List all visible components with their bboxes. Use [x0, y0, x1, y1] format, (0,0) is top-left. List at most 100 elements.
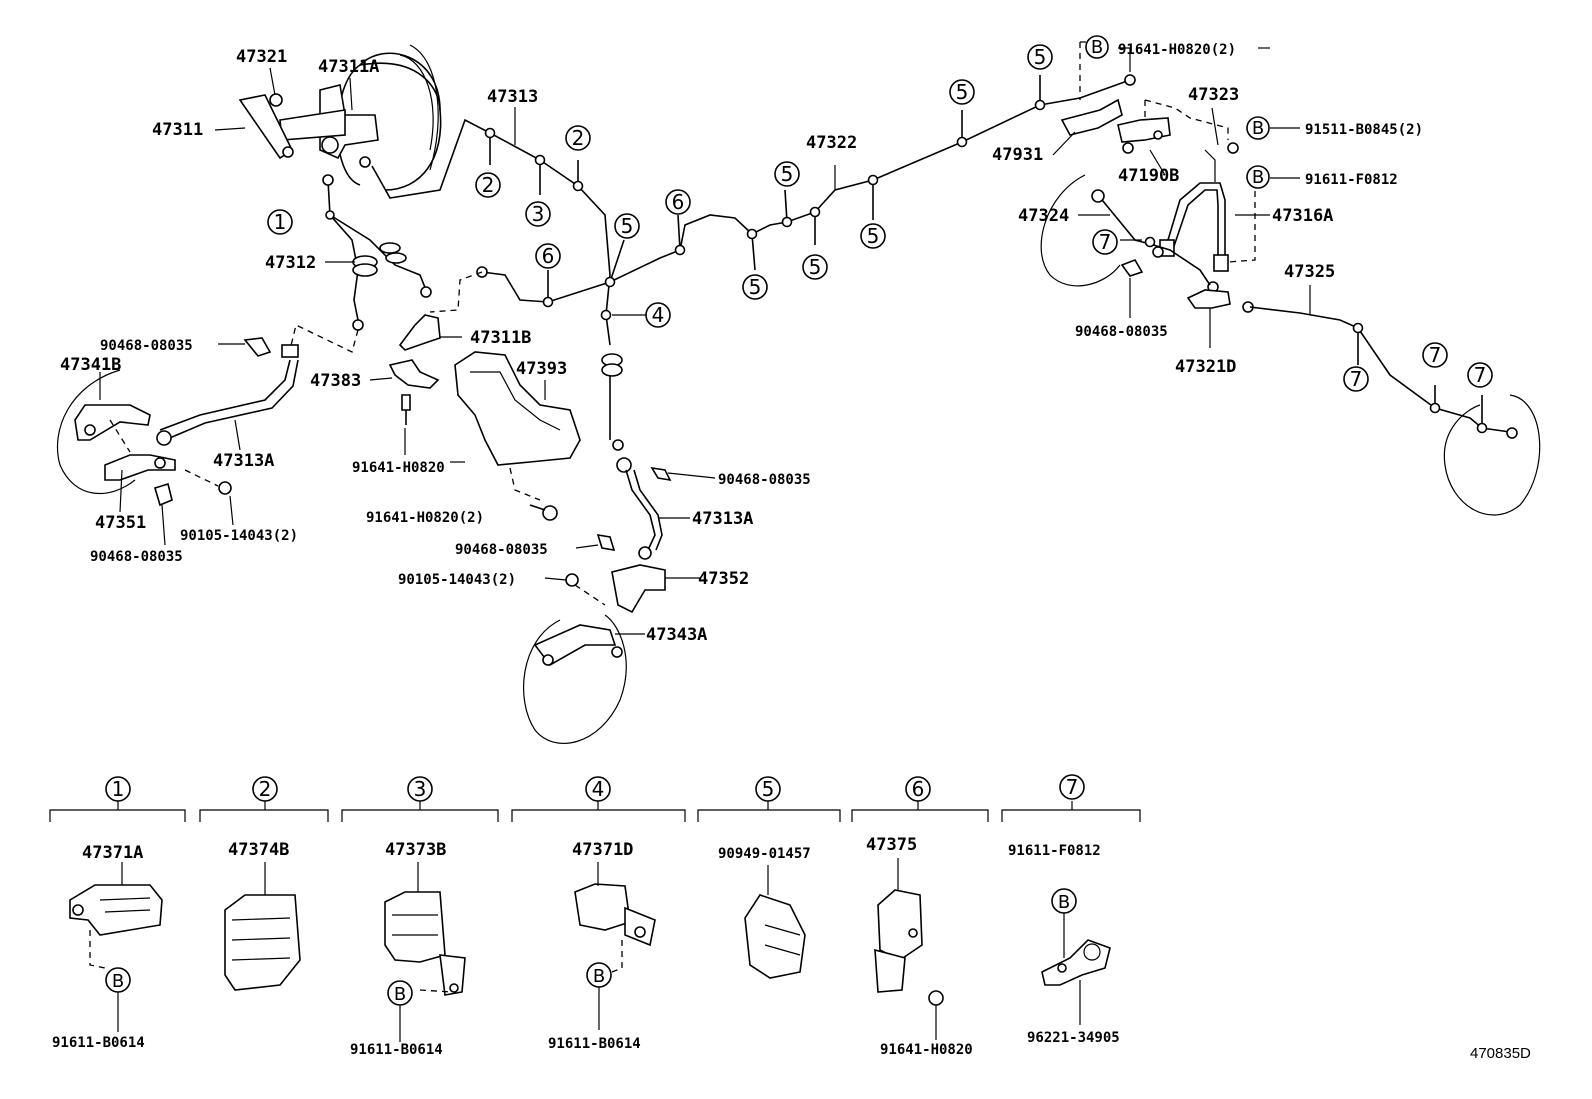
- label-leaders: [99, 47, 1311, 635]
- label-47312: 47312: [265, 253, 316, 273]
- bracket-47383: [388, 359, 440, 389]
- label-bolt-left: 90105-14043(2): [180, 528, 298, 544]
- callout-7: 7: [1092, 229, 1118, 255]
- label-47190B: 47190B: [1118, 166, 1179, 186]
- svg-text:B: B: [1058, 892, 1070, 913]
- svg-text:B: B: [112, 971, 124, 992]
- dashed-leader: [184, 469, 219, 487]
- legend-bolt-4: 91611-B0614: [548, 1036, 641, 1052]
- legend-part-4: 47371D: [572, 840, 633, 860]
- callout-7: 7: [1343, 366, 1369, 392]
- label-47341B: 47341B: [60, 355, 121, 375]
- bolt-callout-b-low: B: [1246, 165, 1270, 189]
- svg-text:2: 2: [482, 173, 495, 197]
- label-47311: 47311: [152, 120, 203, 140]
- callout-5: 5: [742, 274, 768, 300]
- callout-6: 6: [535, 243, 561, 269]
- svg-text:B: B: [1091, 37, 1103, 58]
- label-b-low: 91611-F0812: [1305, 172, 1398, 188]
- dashed-leader: [574, 584, 606, 606]
- label-47321: 47321: [236, 47, 287, 67]
- svg-text:5: 5: [1034, 45, 1047, 69]
- bolt-callout-b-mid: B: [1246, 116, 1270, 140]
- clamp-47375: [874, 858, 944, 1006]
- svg-text:5: 5: [621, 214, 634, 238]
- legend-part-3: 47373B: [385, 840, 446, 860]
- dashed-leader: [109, 419, 131, 453]
- legend-part-7: 91611-F0812: [1008, 843, 1101, 859]
- left-hose-assembly: [56, 337, 299, 507]
- legend-bolt-6: 91641-H0820: [880, 1042, 973, 1058]
- label-47383: 47383: [310, 371, 361, 391]
- label-47316A: 47316A: [1272, 206, 1333, 226]
- svg-text:4: 4: [652, 303, 665, 327]
- legend-callout-6: 6: [905, 776, 931, 802]
- legend-b-7: B: [1051, 888, 1077, 914]
- callout-1: 1: [267, 209, 293, 235]
- callout-7: 7: [1422, 342, 1448, 368]
- legend-part-5: 90949-01457: [718, 846, 811, 862]
- label-47323: 47323: [1188, 85, 1239, 105]
- dashed-leader: [289, 324, 359, 353]
- svg-text:B: B: [394, 984, 406, 1005]
- brake-line-47312: [327, 179, 432, 331]
- bracket-47311B: [398, 314, 441, 351]
- svg-text:6: 6: [912, 777, 925, 801]
- svg-text:7: 7: [1350, 367, 1363, 391]
- label-47343A: 47343A: [646, 625, 707, 645]
- svg-text:3: 3: [532, 202, 545, 226]
- svg-text:5: 5: [762, 777, 775, 801]
- callout-5: 5: [949, 79, 975, 105]
- label-47322: 47322: [806, 133, 857, 153]
- svg-text:7: 7: [1066, 775, 1079, 799]
- callout-4: 4: [645, 302, 671, 328]
- legend-callout-5: 5: [755, 776, 781, 802]
- legend-b-3: B: [387, 980, 413, 1006]
- callout-5: 5: [860, 223, 886, 249]
- diagram-id: 470835D: [1470, 1045, 1531, 1062]
- label-clip-left-bottom: 90468-08035: [90, 549, 183, 565]
- label-clip-left-top: 90468-08035: [100, 338, 193, 354]
- label-bolt-47383: 91641-H0820: [352, 460, 445, 476]
- brake-line-47313: [371, 118, 611, 346]
- svg-text:1: 1: [274, 210, 287, 234]
- legend: 1 2 3 4 5 6 7 47371A 47374B 47373B 47371…: [49, 774, 1141, 1058]
- label-47351: 47351: [95, 513, 146, 533]
- label-clip-right: 90468-08035: [1075, 324, 1168, 340]
- rear-wheel-left: [1040, 174, 1211, 287]
- legend-part-2: 47374B: [228, 840, 289, 860]
- line-clamp-dots: [322, 99, 1488, 434]
- bracket-47352: [611, 564, 666, 614]
- callout-6: 6: [665, 189, 691, 215]
- label-47321D: 47321D: [1175, 357, 1236, 377]
- legend-callout-3: 3: [407, 776, 433, 802]
- svg-text:5: 5: [749, 275, 762, 299]
- svg-text:1: 1: [112, 777, 125, 801]
- callout-5: 5: [774, 161, 800, 187]
- bolt-47383: [401, 394, 411, 425]
- callout-3: 3: [525, 201, 551, 227]
- label-47313A-left: 47313A: [213, 451, 274, 471]
- clamp-47371A: [69, 862, 163, 936]
- label-47313: 47313: [487, 87, 538, 107]
- callout-5: 5: [1027, 44, 1053, 70]
- callout-5: 5: [802, 254, 828, 280]
- svg-text:4: 4: [592, 777, 605, 801]
- knuckle-47343A: [523, 614, 627, 744]
- label-b-mid: 91511-B0845(2): [1305, 122, 1423, 138]
- label-bolt-47393: 91641-H0820(2): [366, 510, 484, 526]
- legend-b-4: B: [586, 962, 612, 988]
- legend-callout-4: 4: [585, 776, 611, 802]
- svg-text:7: 7: [1429, 343, 1442, 367]
- dashed-leader: [429, 271, 483, 313]
- label-47311A: 47311A: [318, 57, 379, 77]
- clamp-47373B: [384, 862, 466, 996]
- legend-b-1: B: [105, 967, 131, 993]
- clamp-90949-01457: [744, 865, 806, 979]
- label-47931: 47931: [992, 145, 1043, 165]
- legend-callout-1: 1: [105, 776, 131, 802]
- callout-5: 5: [614, 213, 640, 239]
- legend-bolt-3: 91611-B0614: [350, 1042, 443, 1058]
- brake-line-47322: [476, 74, 1136, 303]
- svg-text:B: B: [1252, 167, 1264, 188]
